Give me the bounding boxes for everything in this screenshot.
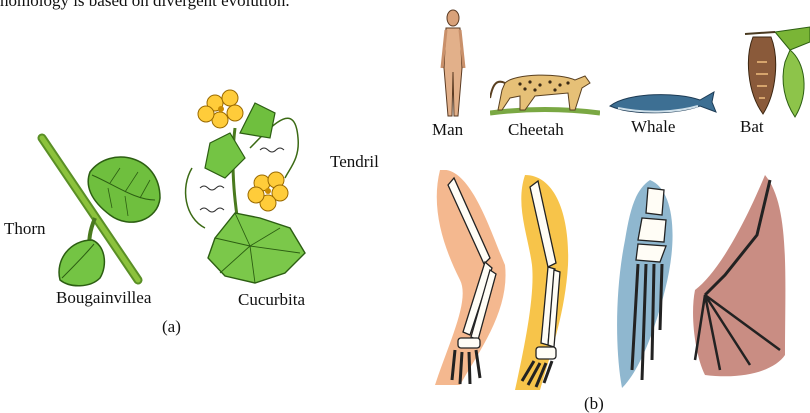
- bougainvillea-illustration: [30, 120, 170, 290]
- label-thorn: Thorn: [4, 220, 46, 237]
- label-tendril: Tendril: [330, 153, 379, 170]
- bat-wing-bones: [685, 175, 790, 380]
- panel-a-id: (a): [162, 318, 181, 335]
- label-whale: Whale: [631, 118, 675, 135]
- cheetah-figure: [490, 58, 600, 118]
- label-cucurbita: Cucurbita: [238, 291, 305, 308]
- cucurbita-illustration: [180, 88, 320, 298]
- top-caption-text: homology is based on divergent evolution…: [0, 0, 290, 11]
- panel-b-id: (b): [584, 395, 604, 412]
- label-man: Man: [432, 121, 463, 138]
- cheetah-forelimb-bones: [510, 175, 580, 395]
- whale-flipper-bones: [610, 180, 680, 390]
- man-forelimb-bones: [430, 170, 510, 390]
- label-bougainvillea: Bougainvillea: [56, 289, 151, 306]
- bat-figure: [735, 22, 810, 120]
- man-figure: [438, 8, 468, 120]
- label-cheetah: Cheetah: [508, 121, 564, 138]
- whale-figure: [608, 88, 718, 118]
- label-bat: Bat: [740, 118, 764, 135]
